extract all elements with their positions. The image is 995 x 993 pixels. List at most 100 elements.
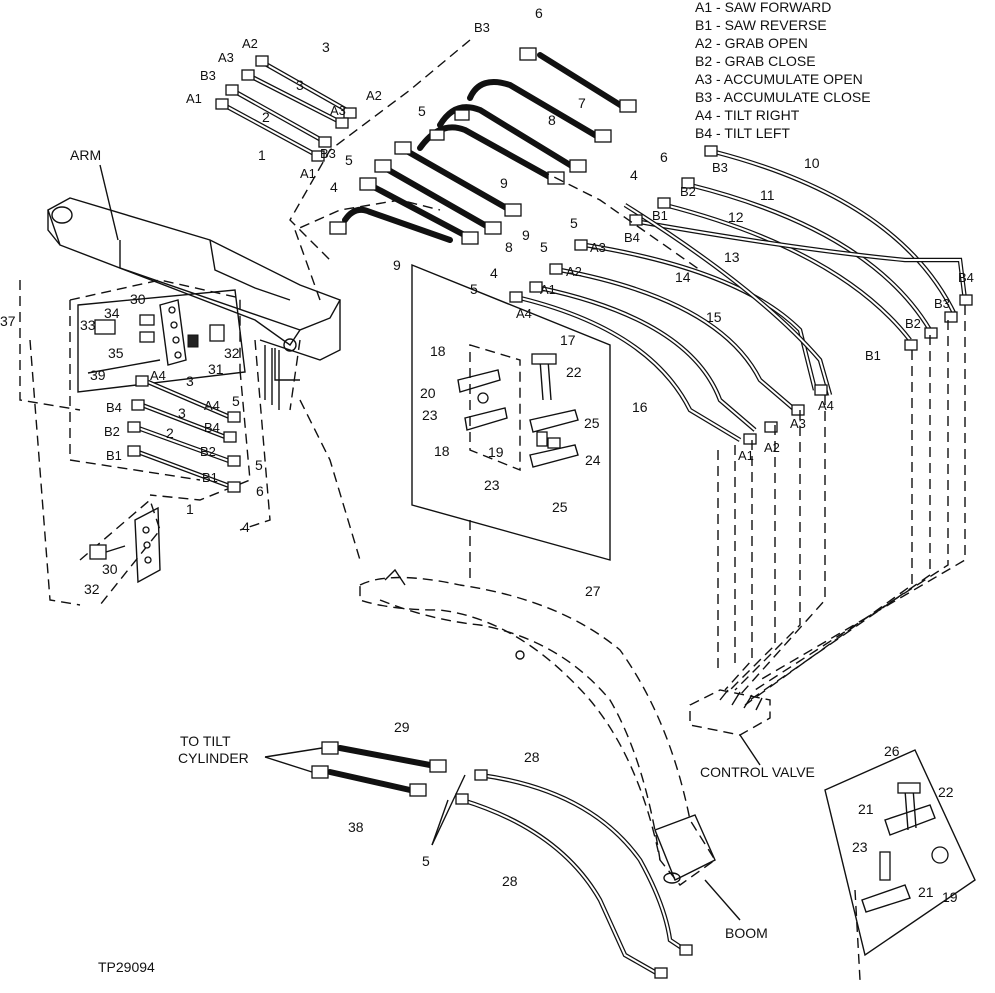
arm-leader [99,164,119,241]
callout: 23 [484,477,500,493]
hoses-7-8-9 [329,47,637,245]
callout: 6 [535,5,543,21]
callout: 34 [104,305,120,321]
callout: 5 [255,457,263,473]
clamp-plate-26 [824,749,976,981]
port-label: A3 [218,50,234,65]
callout: 3 [186,373,194,389]
callout: 5 [232,393,240,409]
callout: 4 [490,265,498,281]
port-label: A2 [366,88,382,103]
callout: 4 [630,167,638,183]
callout: 5 [418,103,426,119]
clamp-plate-27 [411,263,611,561]
callout: 8 [548,112,556,128]
callout: 17 [560,332,576,348]
left-dashed-outline [19,199,441,606]
port-label: B3 [320,146,336,161]
callout: 1 [186,501,194,517]
boom-label: BOOM [725,925,768,941]
callout: 8 [505,239,513,255]
callout: 5 [570,215,578,231]
port-label: B1 [652,208,668,223]
route-to-valve [289,39,966,706]
callout: 30 [102,561,118,577]
control-valve [689,689,771,766]
callout: 5 [345,152,353,168]
port-label: A2 [566,264,582,279]
callout: 16 [632,399,648,415]
port-label: A1 [540,282,556,297]
callout: 29 [394,719,410,735]
port-label: B4 [958,270,974,285]
callout: 10 [804,155,820,171]
callout: 35 [108,345,124,361]
callout: 11 [760,187,775,203]
callout: 19 [488,444,504,460]
port-label: A2 [242,36,258,51]
callout: 28 [524,749,540,765]
port-label: B4 [624,230,640,245]
port-label: B2 [200,444,216,459]
callout: 4 [330,179,338,195]
legend-item: A4 - TILT RIGHT [695,107,800,123]
callout: 22 [938,784,954,800]
callout: 5 [470,281,478,297]
callout: 9 [393,257,401,273]
port-label: A4 [204,398,220,413]
figure-id: TP29094 [98,959,155,975]
callout: 32 [84,581,100,597]
port-label: A3 [590,240,606,255]
callout: 21 [918,884,934,900]
legend-item: B2 - GRAB CLOSE [695,53,816,69]
callout: 13 [724,249,740,265]
callout: 2 [166,425,174,441]
control-valve-label: CONTROL VALVE [700,764,815,780]
callout: 28 [502,873,518,889]
callout: 31 [208,361,224,377]
port-label: B3 [934,296,950,311]
long-tubes [509,145,973,445]
upper-left-lines [215,55,357,162]
callout: 26 [884,743,900,759]
callout: 32 [224,345,240,361]
callout: 25 [584,415,600,431]
port-label: A4 [150,368,166,383]
port-label: B4 [106,400,122,415]
callout: 19 [942,889,958,905]
callout: 15 [706,309,722,325]
legend-item: A3 - ACCUMULATE OPEN [695,71,863,87]
port-label: B4 [204,420,220,435]
port-label: A4 [516,306,532,321]
port-label: B2 [905,316,921,331]
callout: 3 [178,405,186,421]
legend-item: B3 - ACCUMULATE CLOSE [695,89,871,105]
to-tilt-label: TO TILT [180,733,231,749]
callout: 5 [540,239,548,255]
to-tilt-label: CYLINDER [178,750,249,766]
port-label: B2 [680,184,696,199]
callout: 24 [585,452,601,468]
callout: 7 [578,95,586,111]
port-labels: B3 A2 A3 B3 A1 A2 A3 B3 A1 B3 B2 B1 B4 A… [104,20,974,485]
callout: 18 [430,343,446,359]
port-label: B2 [104,424,120,439]
bracket-plate-37 [77,289,246,393]
port-label: A1 [186,91,202,106]
callout: 39 [90,367,106,383]
callout: 20 [420,385,436,401]
port-label: B3 [200,68,216,83]
callouts: 6 3 3 2 1 5 5 4 7 8 6 4 9 5 9 8 5 4 9 5 … [0,5,958,905]
callout: 9 [500,175,508,191]
callout: 27 [585,583,601,599]
callout: 9 [522,227,530,243]
callout: 1 [258,147,266,163]
port-label: A3 [790,416,806,431]
lower-clamp [89,506,161,584]
callout: 3 [322,39,330,55]
callout: 23 [422,407,438,423]
callout: 25 [552,499,568,515]
legend-item: A2 - GRAB OPEN [695,35,808,51]
callout: 2 [262,109,270,125]
